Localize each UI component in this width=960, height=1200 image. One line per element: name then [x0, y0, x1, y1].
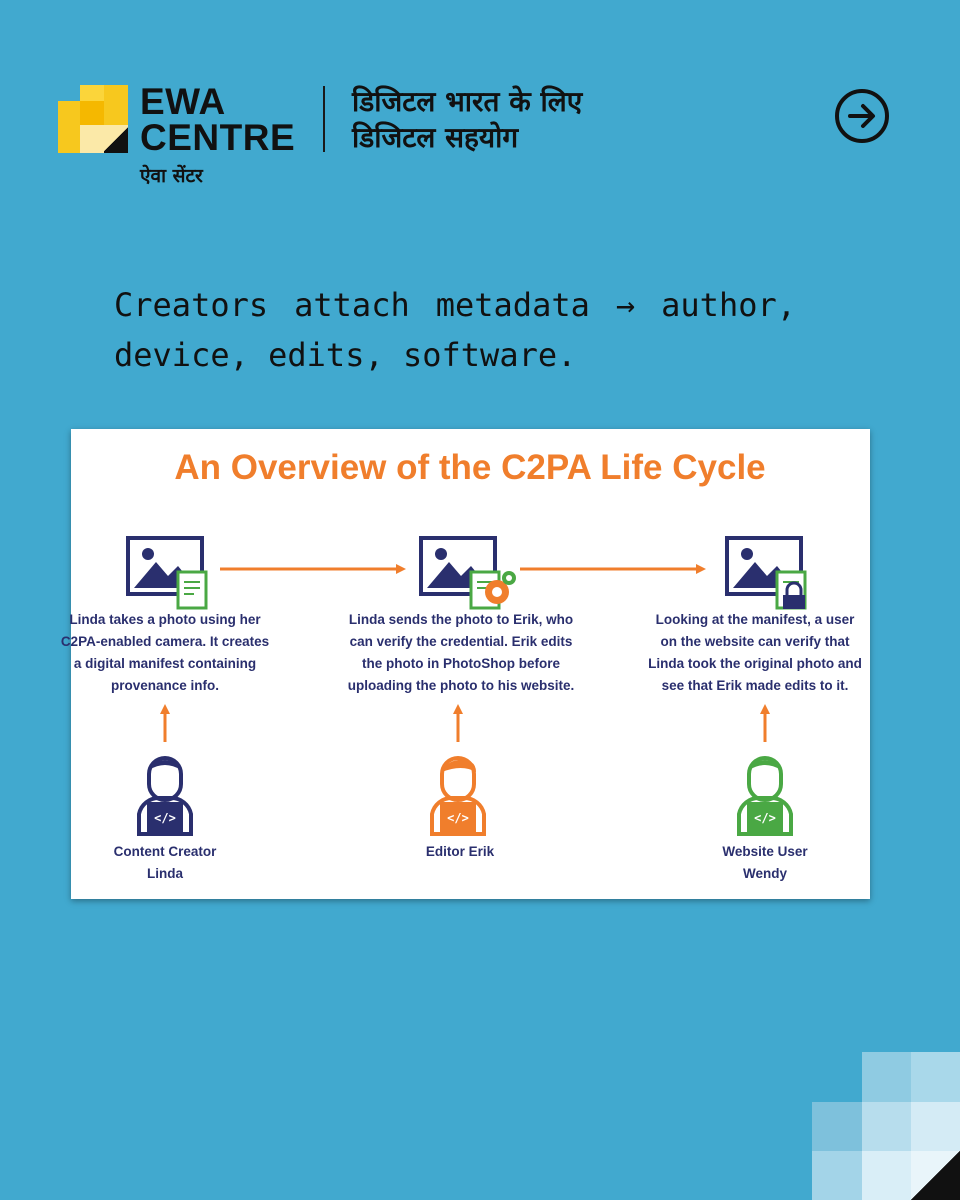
svg-text:</>: </>: [154, 811, 176, 825]
next-button[interactable]: [834, 88, 890, 144]
svg-text:</>: </>: [447, 811, 469, 825]
corner-decoration: [812, 1052, 960, 1200]
caption-text: Creators attach metadata → author, devic…: [114, 286, 796, 374]
actor-1-label: Content Creator Linda: [113, 844, 217, 881]
photo-manifest-icon: [126, 536, 208, 610]
svg-text:</>: </>: [754, 811, 776, 825]
brand-line-2: CENTRE: [140, 117, 296, 158]
actor-3-label: Website User Wendy: [722, 844, 808, 881]
tagline-line-2: डिजिटल सहयोग: [352, 121, 519, 154]
brand-name: EWA CENTRE ऐवा सेंटर: [140, 81, 296, 188]
brand-subtitle: ऐवा सेंटर: [140, 165, 203, 187]
ewa-logo-mark: [58, 85, 128, 153]
actor-2-label: Editor Erik: [425, 844, 495, 859]
arrow-right-circle-icon: [835, 89, 889, 143]
content-creator-icon: </>: [137, 755, 193, 836]
brand-line-1: EWA: [140, 81, 226, 122]
tagline-line-1: डिजिटल भारत के लिए: [352, 85, 583, 118]
step-2-text: Linda sends the photo to Erik, who can v…: [347, 612, 575, 693]
photo-edit-gears-icon: [419, 536, 516, 610]
tagline: डिजिटल भारत के लिए डिजिटल सहयोग: [352, 84, 582, 156]
photo-lock-icon: [725, 536, 807, 610]
step-1-text: Linda takes a photo using her C2PA-enabl…: [60, 612, 270, 693]
step-3-text: Looking at the manifest, a user on the w…: [648, 612, 862, 693]
editor-icon: </>: [430, 755, 486, 836]
diagram-title: An Overview of the C2PA Life Cycle: [174, 448, 766, 487]
header-divider: [323, 86, 325, 152]
website-user-icon: </>: [737, 755, 793, 836]
